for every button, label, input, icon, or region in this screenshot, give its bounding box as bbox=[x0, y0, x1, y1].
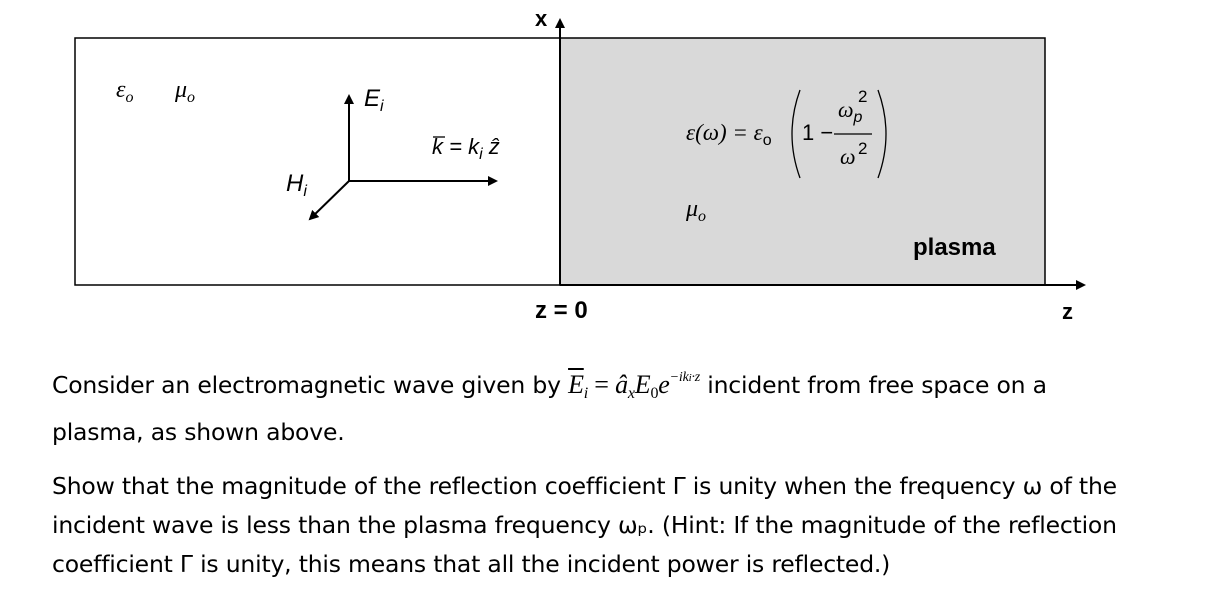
permittivity-denominator: ω bbox=[840, 144, 856, 169]
diagram-figure bbox=[74, 18, 1086, 290]
free-space-epsilon: εo bbox=[116, 77, 134, 106]
problem-paragraph-1: Consider an electromagnetic wave given b… bbox=[52, 370, 1047, 446]
permittivity-numerator: ωp bbox=[838, 97, 863, 126]
permittivity-lhs: ε(ω) = εo bbox=[686, 120, 772, 149]
h-field-label: Hi bbox=[286, 170, 307, 200]
paren-right bbox=[877, 89, 887, 179]
plasma-mu: μo bbox=[686, 196, 707, 225]
problem-paragraph-2: Show that the magnitude of the reflectio… bbox=[52, 472, 1117, 578]
plasma-region bbox=[559, 37, 1046, 286]
incident-field-equation: Ei = âxE0e−iki·z bbox=[568, 370, 701, 402]
permittivity-denominator-exponent: 2 bbox=[858, 139, 868, 158]
interface-label: z = 0 bbox=[535, 297, 588, 324]
plasma-label: plasma bbox=[913, 234, 996, 261]
e-field-label: Ei bbox=[364, 85, 384, 115]
free-space-region bbox=[74, 37, 561, 286]
permittivity-numerator-exponent: 2 bbox=[858, 87, 868, 106]
paren-left bbox=[791, 89, 801, 179]
free-space-mu: μo bbox=[175, 77, 196, 106]
z-axis-label: z bbox=[1062, 299, 1073, 324]
x-axis-label: x bbox=[535, 6, 548, 31]
wave-vector-label: k = ki ẑ bbox=[432, 134, 500, 163]
h-field-arrow bbox=[308, 180, 350, 221]
permittivity-one-minus: 1 − bbox=[802, 120, 834, 145]
